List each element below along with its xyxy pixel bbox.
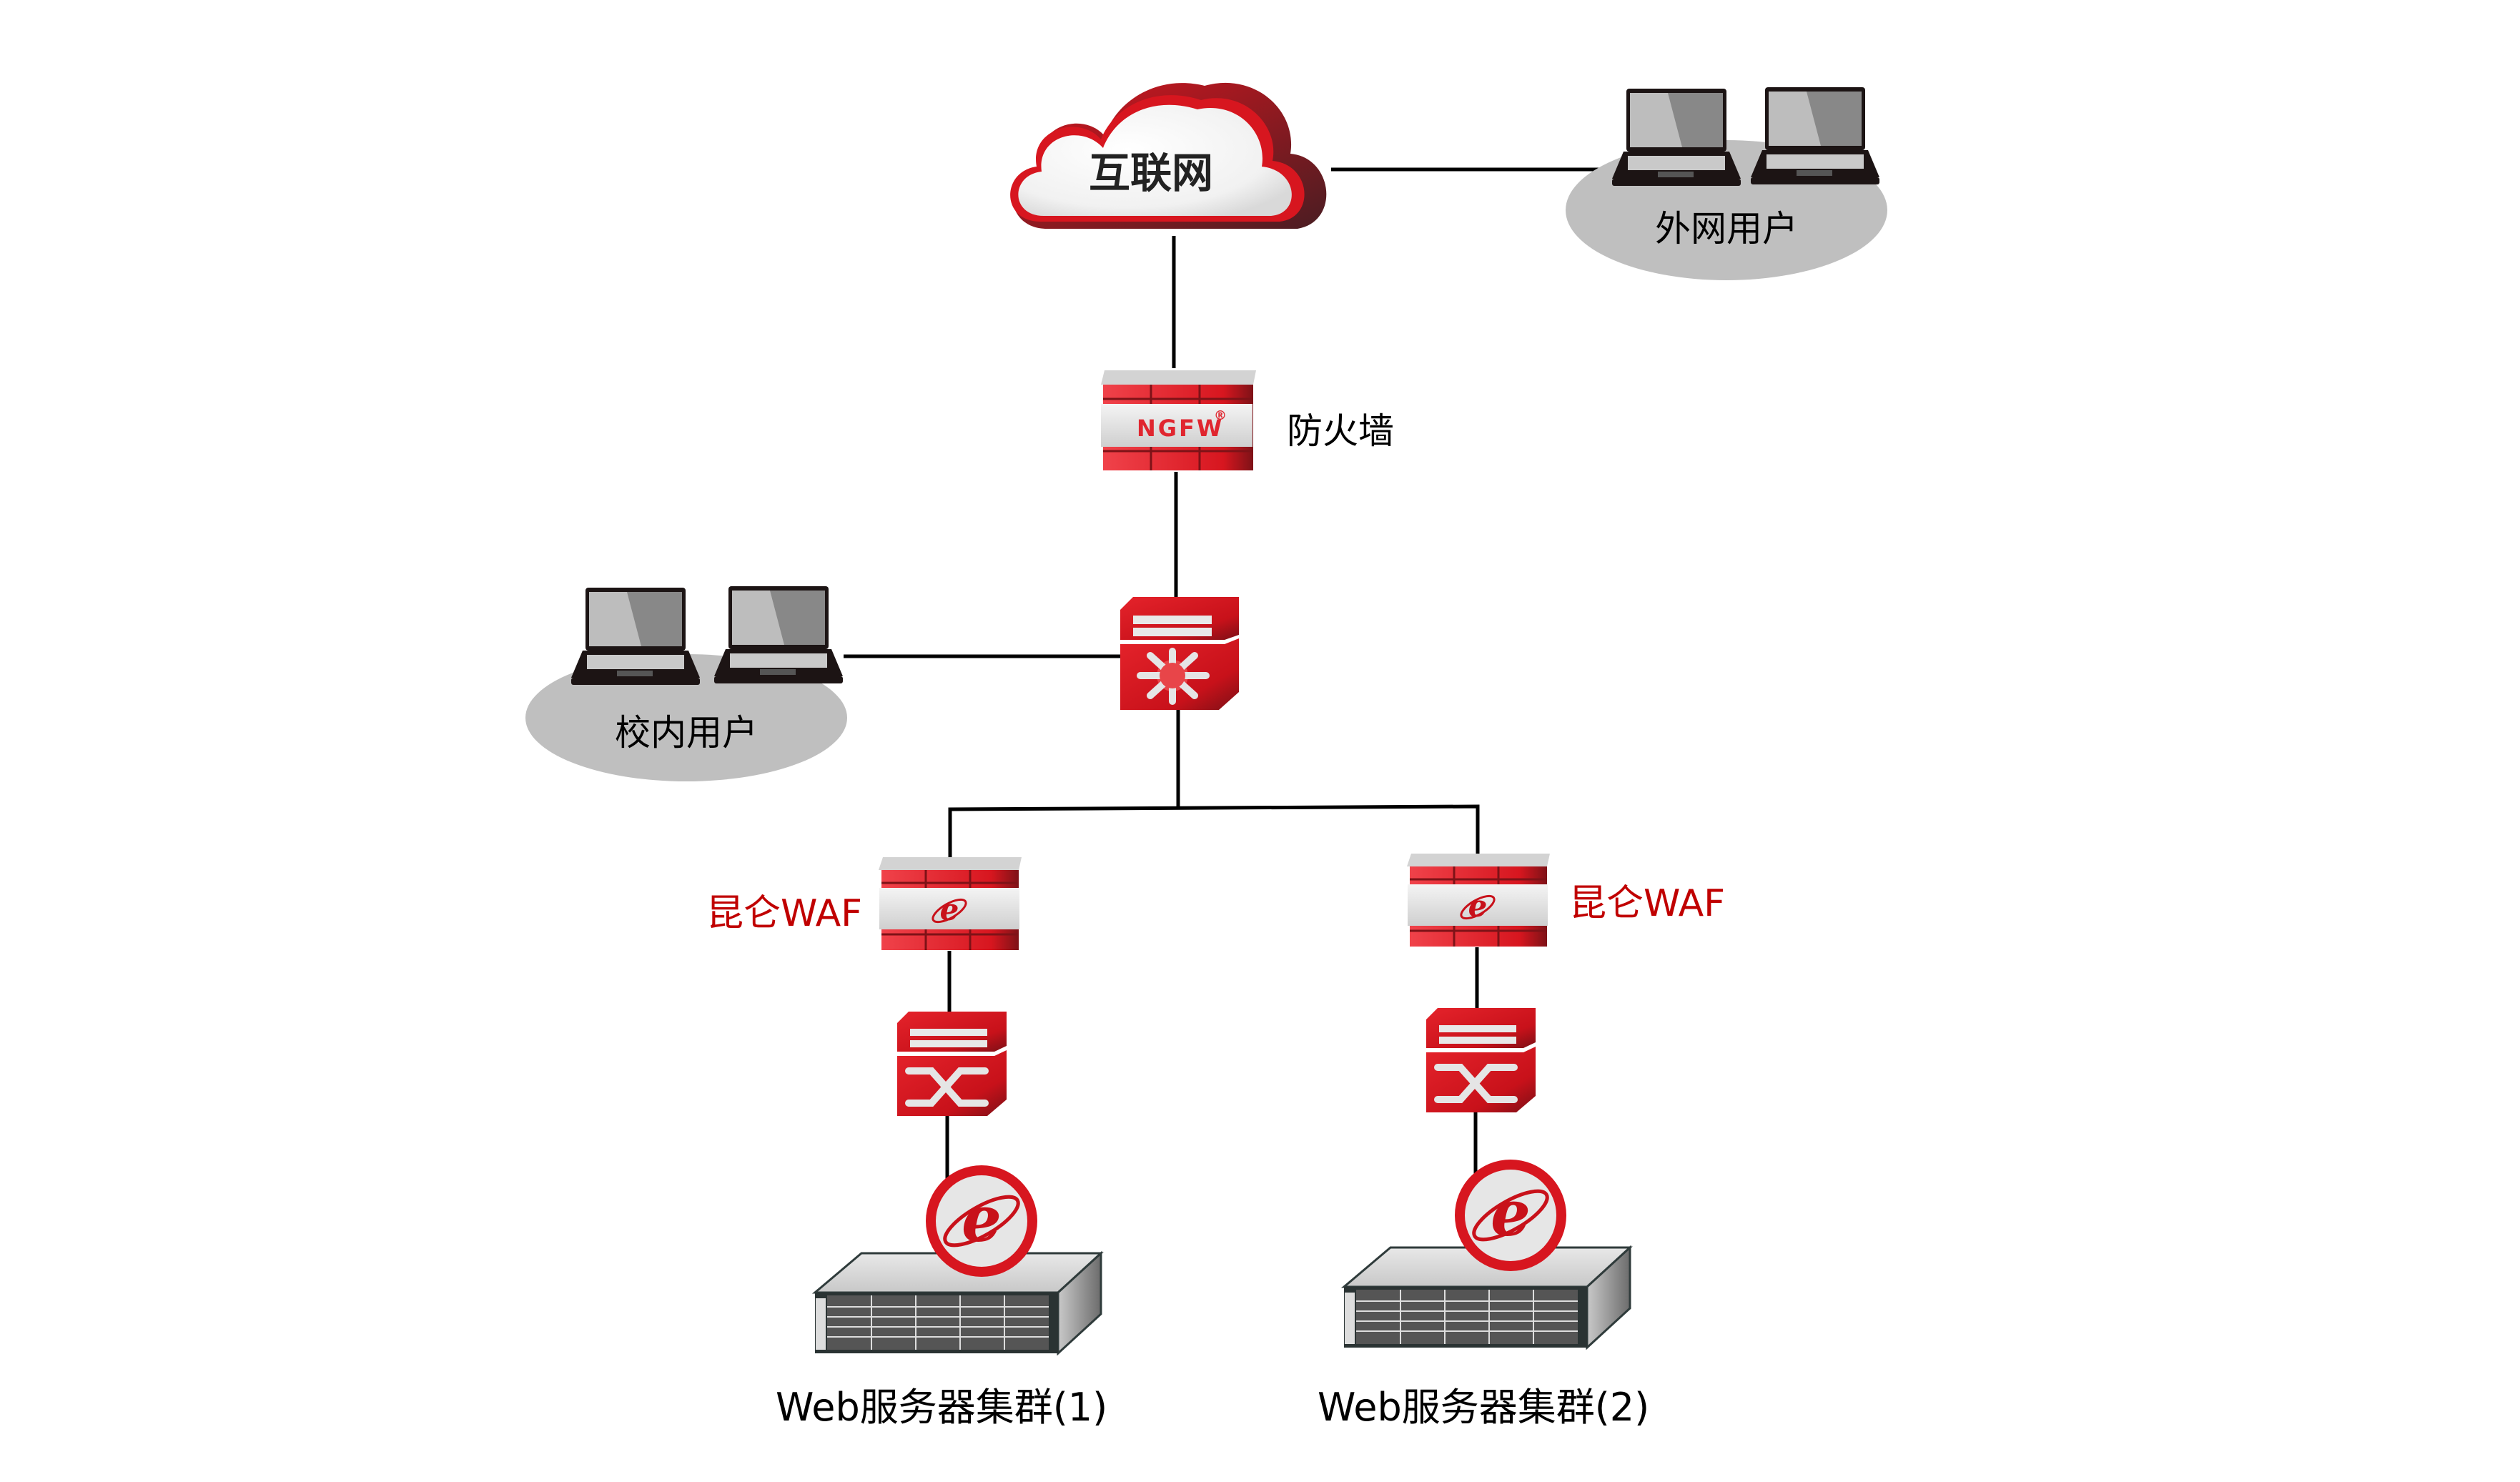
laptop-icon <box>571 588 700 685</box>
access-switch-icon <box>897 1012 1007 1116</box>
waf-icon: e <box>1407 854 1550 947</box>
firewall-badge: NGFW <box>1137 415 1225 442</box>
web-server-icon: e <box>1340 1160 1633 1350</box>
web-cluster-2-label: Web服务器集群(2) <box>1318 1385 1650 1430</box>
external-users-label: 外网用户 <box>1655 208 1798 250</box>
core-switch-icon <box>1120 597 1239 710</box>
laptop-icon <box>714 586 843 683</box>
firewall-badge-mark: ® <box>1214 408 1227 423</box>
access-switch-icon <box>1426 1008 1536 1112</box>
internet-label: 互联网 <box>1089 149 1214 197</box>
web-server-icon: e <box>811 1165 1104 1355</box>
cloud-icon <box>1010 82 1327 229</box>
waf-left-label: 昆仑WAF <box>706 892 863 935</box>
svg-text:e: e <box>962 1182 1002 1256</box>
campus-users-label: 校内用户 <box>615 712 758 754</box>
link-branch-bus <box>948 804 1480 858</box>
web-cluster-1-label: Web服务器集群(1) <box>776 1385 1108 1430</box>
waf-right-label: 昆仑WAF <box>1569 882 1726 925</box>
laptop-icon <box>1751 87 1879 184</box>
internet-node: 互联网 <box>997 68 1340 243</box>
firewall-icon <box>1101 370 1256 470</box>
svg-text:e: e <box>1491 1176 1531 1250</box>
firewall-node: NGFW ® <box>1097 367 1256 474</box>
laptop-icon <box>1612 89 1741 186</box>
firewall-label: 防火墙 <box>1287 410 1394 452</box>
waf-icon: e <box>879 857 1022 950</box>
